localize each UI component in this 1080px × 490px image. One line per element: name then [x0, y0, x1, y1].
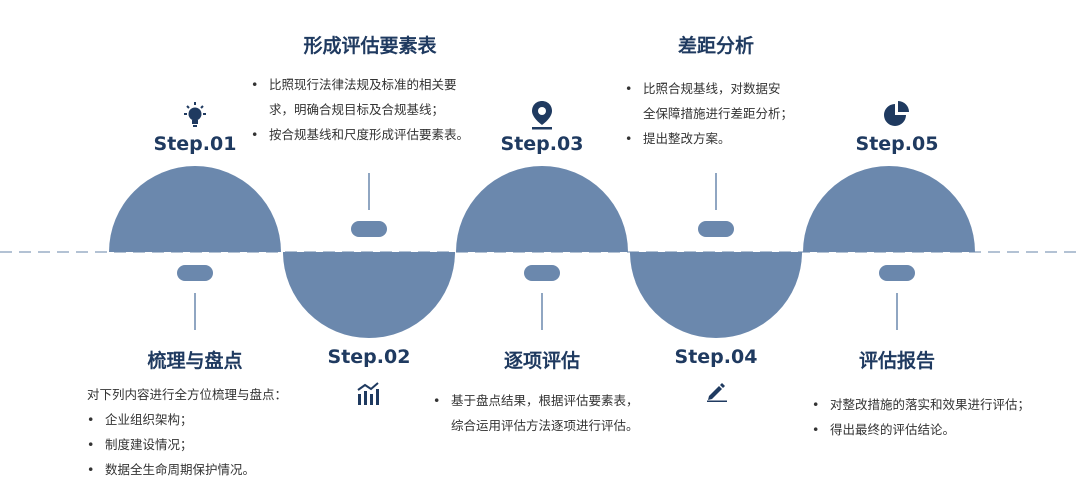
step-01-title: 梳理与盘点: [147, 350, 243, 372]
step-04-title: 差距分析: [677, 35, 754, 57]
pencil-icon: [707, 383, 727, 402]
step-01-intro: 对下列内容进行全方位梳理与盘点：: [87, 387, 288, 402]
step-02-label: Step.02: [327, 346, 411, 368]
step-05-description: 对整改措施的落实和效果进行评估； 得出最终的评估结论。: [812, 392, 1030, 442]
step-04-label: Step.04: [674, 346, 758, 368]
step-05-bullet-2: 得出最终的评估结论。: [812, 417, 1030, 442]
bar-chart-icon: [357, 382, 379, 405]
step-01-pill: [177, 265, 213, 281]
step-02-pill: [351, 221, 387, 237]
step-02-description: 比照现行法律法规及标准的相关要 求，明确合规目标及合规基线； 按合规基线和尺度形…: [251, 72, 469, 147]
step-01-bullet-3: 数据全生命周期保护情况。: [87, 457, 287, 482]
step-01-description: 对下列内容进行全方位梳理与盘点： 企业组织架构； 制度建设情况； 数据全生命周期…: [87, 382, 287, 482]
step-04-bullet-2: 提出整改方案。: [625, 126, 793, 151]
step-01-semicircle: [109, 166, 281, 252]
step-04-semicircle: [630, 252, 802, 338]
step-02-bullet-1b: 求，明确合规目标及合规基线；: [269, 102, 445, 117]
step-01-bullet-1: 企业组织架构；: [87, 407, 287, 432]
step-04-pill: [698, 221, 734, 237]
step-05-pill: [879, 265, 915, 281]
step-04-bullet-1a: 比照合规基线，对数据安: [625, 76, 793, 101]
location-pin-icon: [532, 101, 552, 130]
step-03-bullet-1b: 综合运用评估方法逐项进行评估。: [451, 418, 639, 433]
step-03-pill: [524, 265, 560, 281]
step-04-bullet-1b: 全保障措施进行差距分析；: [643, 106, 794, 121]
step-03-bullet-1a: 基于盘点结果，根据评估要素表，: [433, 388, 639, 413]
step-05-title: 评估报告: [858, 350, 935, 372]
step-05-semicircle: [803, 166, 975, 252]
step-03-title: 逐项评估: [503, 350, 580, 372]
step-02-bullet-1a: 比照现行法律法规及标准的相关要: [251, 72, 469, 97]
step-01-label: Step.01: [153, 133, 237, 155]
step-03-description: 基于盘点结果，根据评估要素表， 综合运用评估方法逐项进行评估。: [433, 388, 639, 438]
step-05-label: Step.05: [855, 133, 939, 155]
step-02-semicircle: [283, 252, 455, 338]
step-03-semicircle: [456, 166, 628, 252]
pie-chart-icon: [884, 101, 909, 126]
lightbulb-icon: [184, 102, 206, 127]
step-04-description: 比照合规基线，对数据安 全保障措施进行差距分析； 提出整改方案。: [625, 76, 793, 151]
step-03-label: Step.03: [500, 133, 584, 155]
step-01-bullet-2: 制度建设情况；: [87, 432, 287, 457]
step-02-title: 形成评估要素表: [303, 35, 437, 57]
step-02-bullet-2: 按合规基线和尺度形成评估要素表。: [251, 122, 469, 147]
step-05-bullet-1: 对整改措施的落实和效果进行评估；: [812, 392, 1030, 417]
